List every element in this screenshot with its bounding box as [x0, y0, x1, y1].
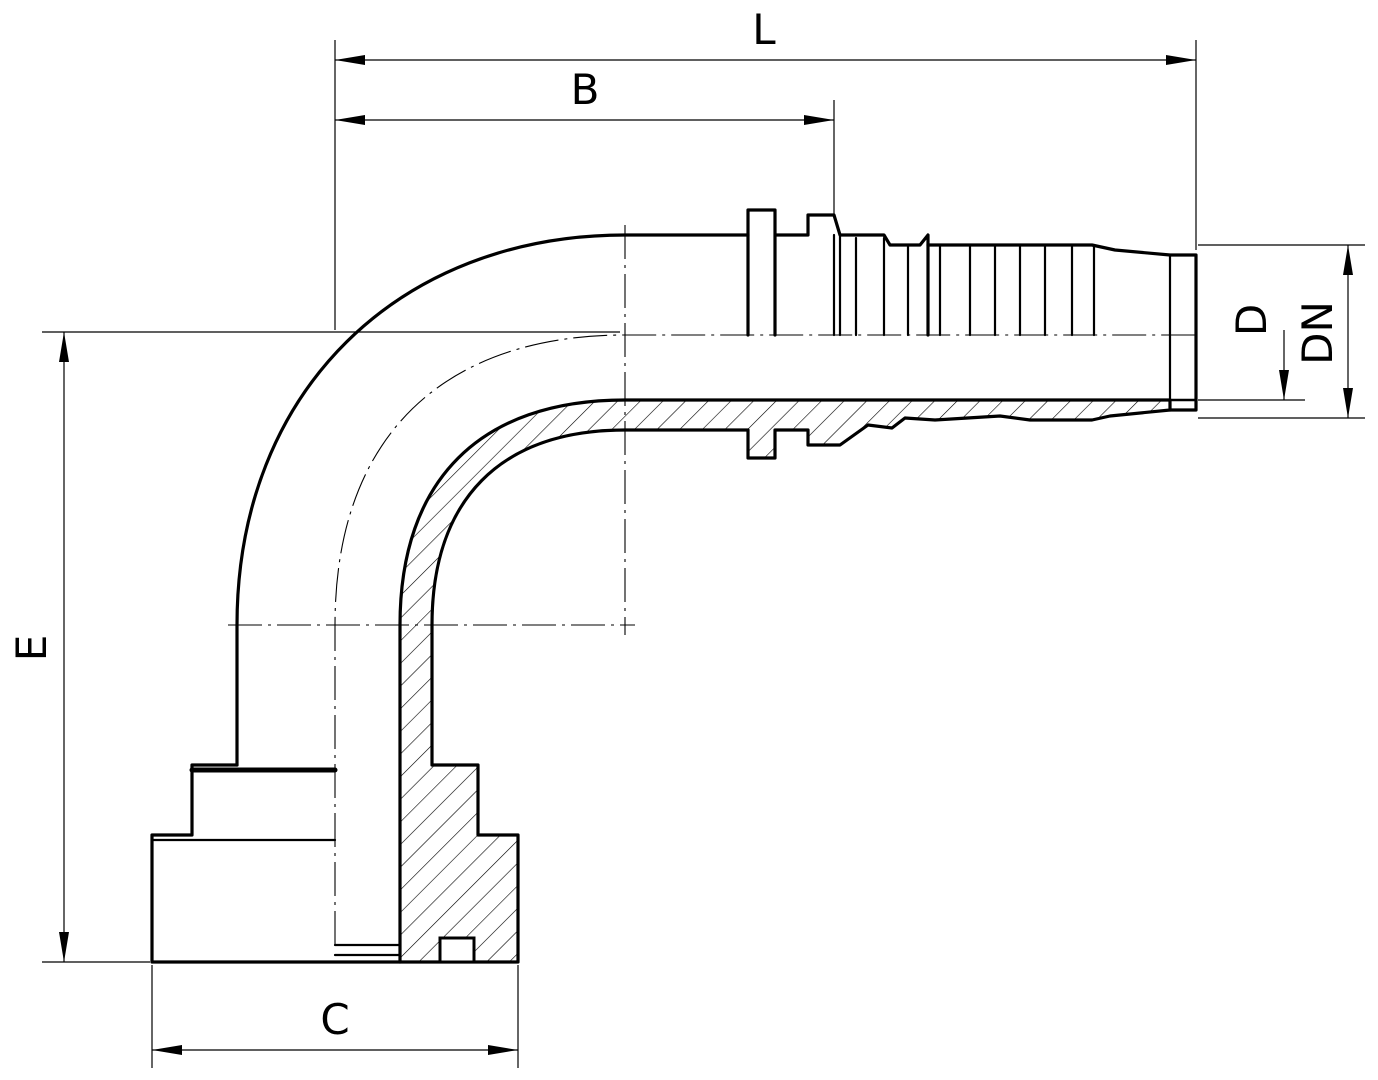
dim-label-C: C [320, 995, 349, 1044]
center-lines [228, 225, 1196, 945]
dimension-C: C [151, 965, 519, 1068]
dim-label-L: L [752, 5, 776, 54]
dim-label-B: B [571, 65, 600, 114]
fitting-body [150, 208, 1198, 964]
dimension-B: B [335, 65, 835, 215]
outer-bend-contour [235, 233, 750, 767]
dimension-E: E [7, 331, 620, 963]
flange-nut [150, 763, 402, 964]
dimension-DN: DN [1198, 244, 1365, 419]
socket-collar [746, 208, 930, 337]
dim-label-DN: DN [1293, 301, 1342, 365]
dimension-D: D [1198, 304, 1305, 401]
bend-centerline [334, 334, 1196, 945]
dim-label-E: E [7, 635, 56, 662]
o-ring-groove [438, 936, 476, 964]
hose-tail-outline [926, 243, 1198, 412]
hose-tail-rings [832, 233, 1172, 412]
dimension-L: L [334, 5, 1197, 330]
dim-label-D: D [1227, 304, 1276, 336]
sectioned-wall [398, 398, 1172, 964]
